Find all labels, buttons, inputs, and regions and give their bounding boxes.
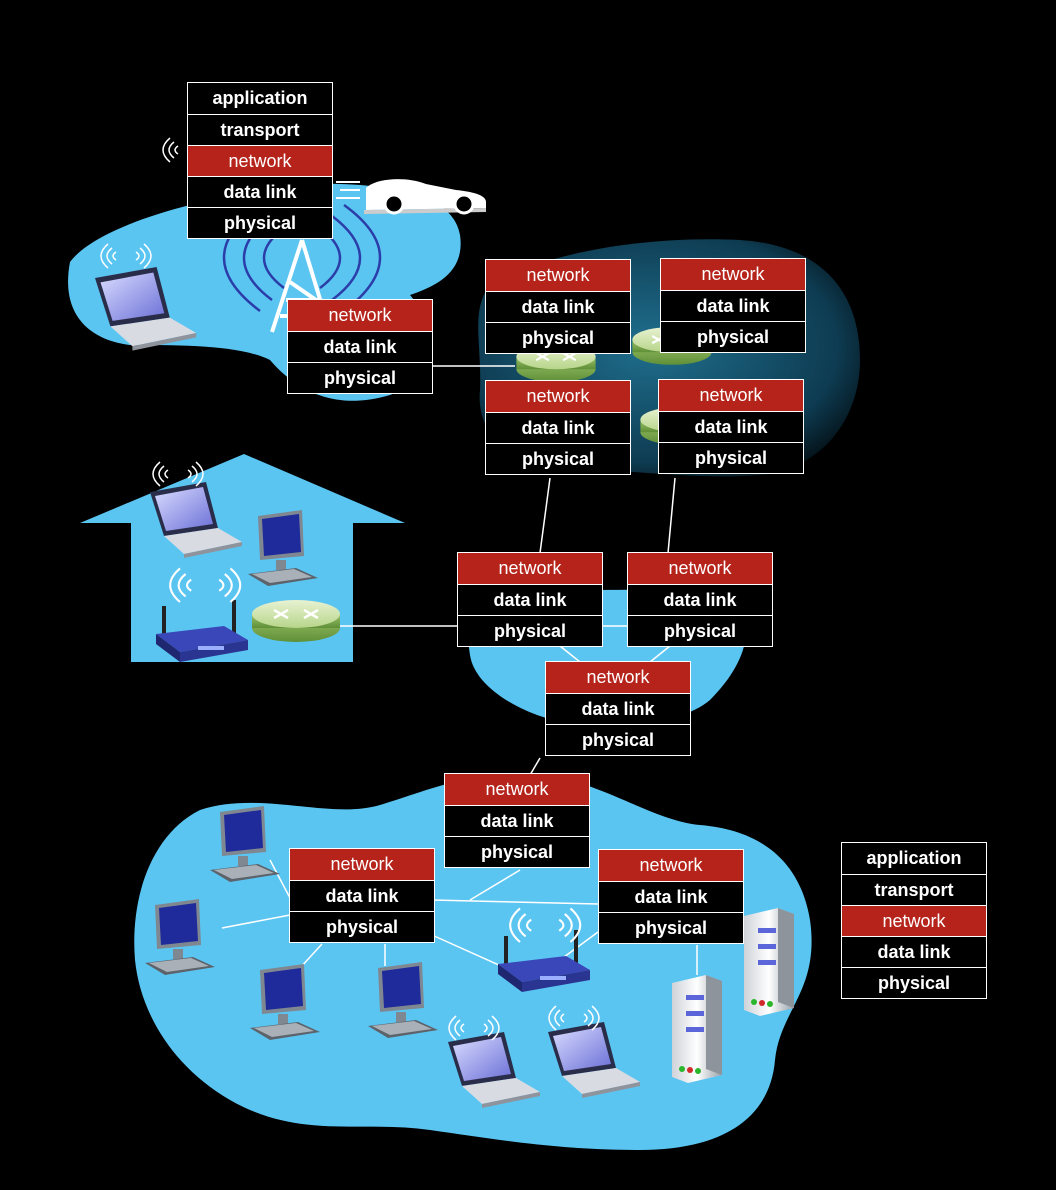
host-protocol-stack-mobile: application transport network data link …: [187, 82, 333, 239]
server-icon: [744, 908, 794, 1016]
layer-data-link: data link: [628, 584, 772, 615]
router-protocol-stack: network data link physical: [545, 661, 691, 756]
layer-physical: physical: [628, 615, 772, 646]
layer-data-link: data link: [661, 290, 805, 321]
layer-network: network: [546, 662, 690, 693]
layer-data-link: data link: [842, 936, 986, 967]
layer-data-link: data link: [599, 881, 743, 912]
router-protocol-stack: network data link physical: [289, 848, 435, 943]
layer-physical: physical: [659, 442, 803, 473]
layer-network: network: [661, 259, 805, 290]
layer-physical: physical: [458, 615, 602, 646]
layer-data-link: data link: [486, 291, 630, 322]
layer-physical: physical: [188, 207, 332, 238]
router-protocol-stack: network data link physical: [287, 299, 433, 394]
router-protocol-stack: network data link physical: [658, 379, 804, 474]
layer-network: network: [659, 380, 803, 411]
layer-network: network: [599, 850, 743, 881]
layer-network: network: [288, 300, 432, 331]
layer-physical: physical: [842, 967, 986, 998]
host-protocol-stack-server: application transport network data link …: [841, 842, 987, 999]
layer-data-link: data link: [458, 584, 602, 615]
layer-data-link: data link: [486, 412, 630, 443]
layer-network: network: [486, 381, 630, 412]
router-protocol-stack: network data link physical: [485, 380, 631, 475]
layer-network: network: [458, 553, 602, 584]
layer-transport: transport: [188, 114, 332, 145]
layer-application: application: [212, 88, 308, 108]
layer-data-link: data link: [546, 693, 690, 724]
layer-data-link: data link: [188, 176, 332, 207]
layer-data-link: data link: [290, 880, 434, 911]
layer-physical: physical: [445, 836, 589, 867]
layer-physical: physical: [486, 322, 630, 353]
layer-application: application: [866, 848, 962, 868]
network-links: [221, 365, 748, 975]
router-protocol-stack: network data link physical: [598, 849, 744, 944]
layer-physical: physical: [546, 724, 690, 755]
router-protocol-stack: network data link physical: [457, 552, 603, 647]
layer-data-link: data link: [659, 411, 803, 442]
layer-network: network: [188, 145, 332, 176]
router-protocol-stack: network data link physical: [485, 259, 631, 354]
layer-network: network: [842, 905, 986, 936]
layer-network: network: [486, 260, 630, 291]
layer-data-link: data link: [288, 331, 432, 362]
router-protocol-stack: network data link physical: [660, 258, 806, 353]
layer-physical: physical: [290, 911, 434, 942]
router-protocol-stack: network data link physical: [444, 773, 590, 868]
layer-network: network: [445, 774, 589, 805]
layer-physical: physical: [661, 321, 805, 352]
layer-transport: transport: [842, 874, 986, 905]
layer-physical: physical: [486, 443, 630, 474]
server-icon: [672, 975, 722, 1083]
layer-physical: physical: [599, 912, 743, 943]
layer-data-link: data link: [445, 805, 589, 836]
layer-network: network: [290, 849, 434, 880]
car-icon: [336, 179, 486, 215]
router-icon: [250, 598, 342, 644]
layer-physical: physical: [288, 362, 432, 393]
home-network-house: [80, 454, 405, 662]
layer-network: network: [628, 553, 772, 584]
router-protocol-stack: network data link physical: [627, 552, 773, 647]
